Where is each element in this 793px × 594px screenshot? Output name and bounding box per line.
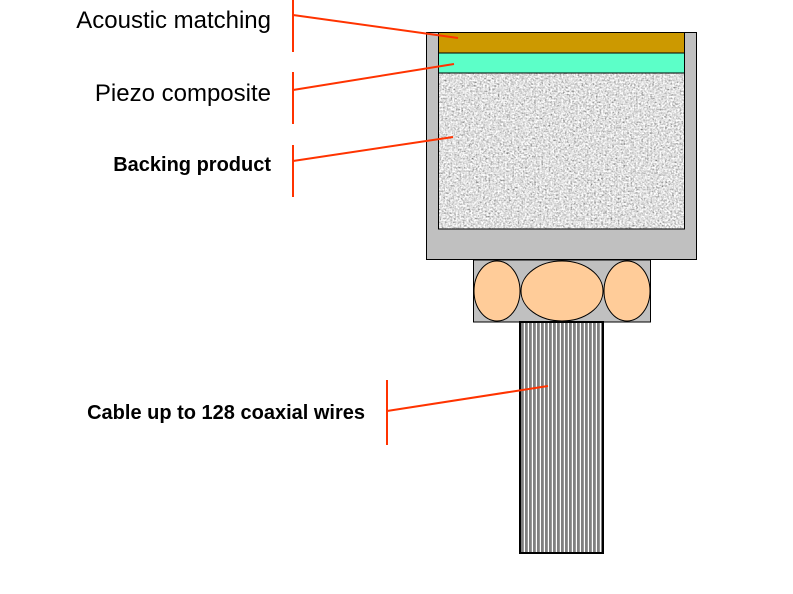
acoustic-leader bbox=[292, 14, 459, 39]
cable-leader bbox=[386, 385, 549, 412]
piezo-leader bbox=[292, 63, 455, 91]
acoustic-matching-label: Acoustic matching bbox=[76, 7, 271, 34]
backing-layer bbox=[438, 73, 685, 229]
coaxial-cable bbox=[519, 321, 604, 554]
piezo-composite-label: Piezo composite bbox=[94, 80, 271, 107]
backing-product-label: Backing product bbox=[113, 154, 271, 176]
cable-label: Cable up to 128 coaxial wires bbox=[87, 402, 365, 424]
connector-element-right bbox=[603, 260, 651, 322]
backing-leader bbox=[292, 136, 454, 162]
connector-element-center bbox=[520, 260, 604, 322]
acoustic-matching-layer bbox=[438, 32, 685, 54]
leader-lines bbox=[292, 0, 549, 445]
piezo-composite-layer bbox=[438, 52, 685, 74]
connector-element-left bbox=[473, 260, 521, 322]
